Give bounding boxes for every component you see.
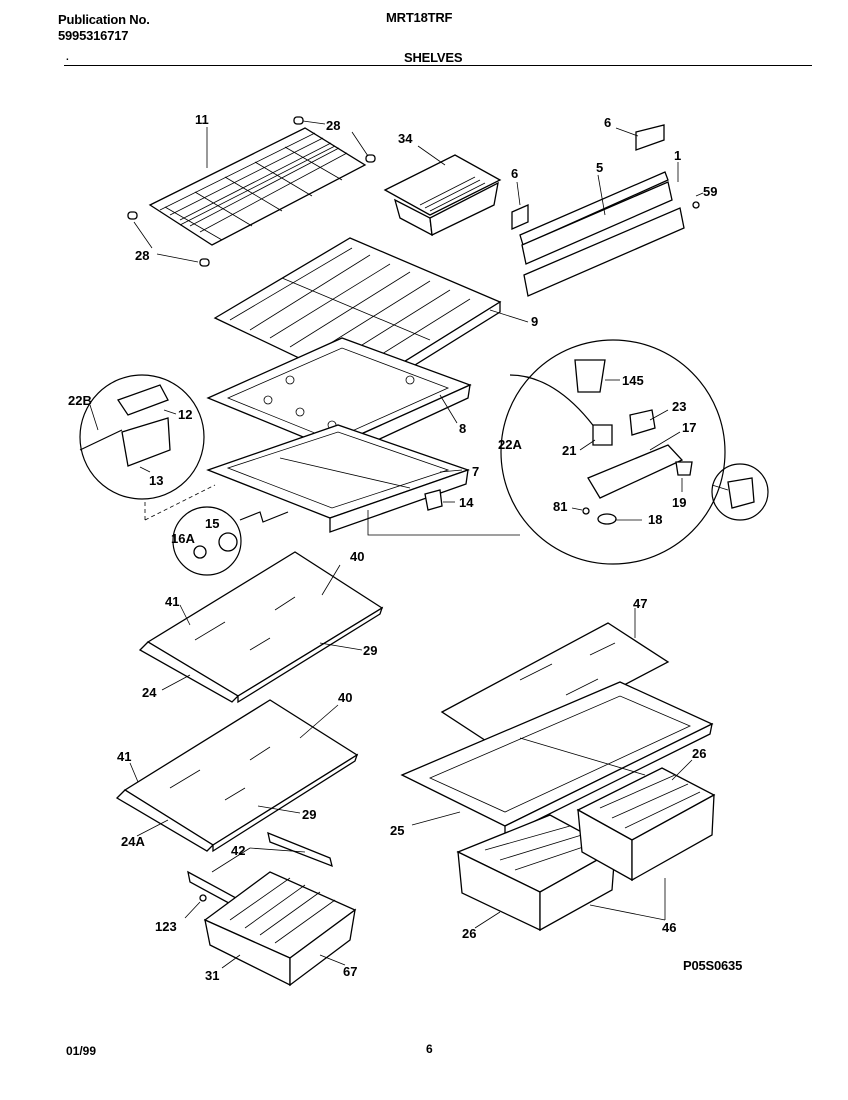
callout-59: 59 bbox=[703, 184, 717, 199]
callout-6: 6 bbox=[604, 115, 611, 130]
callout-24: 24 bbox=[142, 685, 157, 700]
glass-shelf-upper-part bbox=[138, 551, 384, 704]
callout-23: 23 bbox=[672, 399, 686, 414]
callout-9: 9 bbox=[531, 314, 538, 329]
callout-21: 21 bbox=[562, 443, 576, 458]
publication-number: 5995316717 bbox=[58, 28, 129, 43]
deli-drawer-part bbox=[187, 831, 357, 987]
diagram-code: P05S0635 bbox=[683, 958, 743, 973]
callout-1: 1 bbox=[674, 148, 681, 163]
header-dot: . bbox=[66, 52, 69, 63]
crisper-frame-part bbox=[400, 681, 714, 838]
callout-22a: 22A bbox=[498, 437, 522, 452]
callout-24a: 24A bbox=[121, 834, 145, 849]
page-number: 6 bbox=[426, 1042, 433, 1056]
callout-31: 31 bbox=[205, 968, 219, 983]
header-rule bbox=[64, 65, 812, 66]
crisper-glass-cover-part bbox=[440, 622, 670, 751]
callout-40: 40 bbox=[350, 549, 364, 564]
callout-42: 42 bbox=[231, 843, 245, 858]
glass-shelf-lower-part bbox=[115, 699, 359, 853]
callout-145: 145 bbox=[622, 373, 644, 388]
basket-part bbox=[383, 154, 502, 237]
callout-41: 41 bbox=[117, 749, 131, 764]
callout-7: 7 bbox=[472, 464, 479, 479]
callout-123: 123 bbox=[155, 919, 177, 934]
callout-46: 46 bbox=[662, 920, 676, 935]
callout-17: 17 bbox=[682, 420, 696, 435]
callout-6: 6 bbox=[511, 166, 518, 181]
callout-25: 25 bbox=[390, 823, 404, 838]
publication-label: Publication No. bbox=[58, 12, 150, 27]
callout-29: 29 bbox=[363, 643, 377, 658]
model-number: MRT18TRF bbox=[386, 10, 453, 25]
callout-11: 11 bbox=[195, 112, 209, 127]
wire-shelf-part bbox=[127, 116, 376, 267]
crisper-drawer-right-part bbox=[576, 767, 716, 882]
callout-8: 8 bbox=[459, 421, 466, 436]
callout-14: 14 bbox=[459, 495, 474, 510]
callout-28: 28 bbox=[135, 248, 149, 263]
callout-15: 15 bbox=[205, 516, 219, 531]
clip-14 bbox=[424, 489, 443, 511]
footer-date: 01/99 bbox=[66, 1044, 97, 1058]
right-detail-inset bbox=[500, 339, 769, 565]
left-detail-inset bbox=[79, 374, 216, 521]
callout-19: 19 bbox=[672, 495, 686, 510]
callout-41: 41 bbox=[165, 594, 179, 609]
small-detail-inset bbox=[172, 506, 289, 576]
callout-18: 18 bbox=[648, 512, 662, 527]
crisper-drawer-left-part bbox=[456, 814, 617, 932]
callout-13: 13 bbox=[149, 473, 163, 488]
callout-29: 29 bbox=[302, 807, 316, 822]
callout-22b: 22B bbox=[68, 393, 92, 408]
callout-26: 26 bbox=[462, 926, 476, 941]
callout-67: 67 bbox=[343, 964, 357, 979]
callout-16a: 16A bbox=[171, 531, 195, 546]
callout-28: 28 bbox=[326, 118, 340, 133]
callout-34: 34 bbox=[398, 131, 413, 146]
callout-26: 26 bbox=[692, 746, 706, 761]
callout-12: 12 bbox=[178, 407, 192, 422]
callout-47: 47 bbox=[633, 596, 647, 611]
rail-assembly-part bbox=[511, 124, 700, 297]
section-title: SHELVES bbox=[404, 50, 463, 65]
callout-40: 40 bbox=[338, 690, 352, 705]
callout-81: 81 bbox=[553, 499, 567, 514]
callout-labels: 11 28 28 34 6 6 5 1 59 9 22B 12 13 8 7 1… bbox=[68, 112, 717, 983]
lower-frame-part bbox=[206, 424, 470, 533]
callout-5: 5 bbox=[596, 160, 603, 175]
